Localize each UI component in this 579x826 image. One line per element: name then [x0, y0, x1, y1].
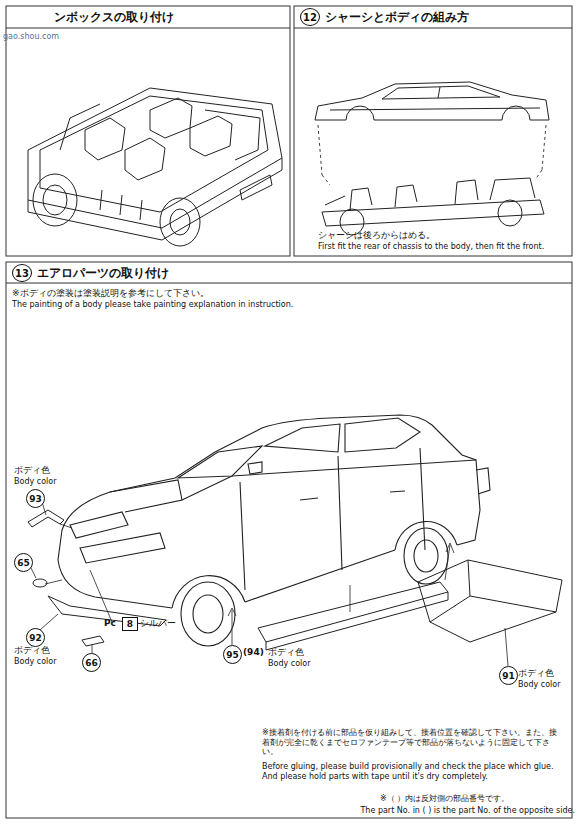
callout-text: 93: [29, 494, 42, 504]
callout-text: 8: [127, 619, 133, 629]
note-text: Before gluing, please build provisionall…: [262, 762, 562, 781]
callout-text: 91: [502, 671, 515, 681]
callout-number: 65: [14, 553, 33, 572]
step-header: 13 エアロパーツの取り付け: [12, 264, 169, 282]
part-95: [258, 582, 448, 642]
panel-frame: [294, 6, 572, 256]
part-66: [82, 636, 104, 646]
note-text: ボディ色: [14, 645, 50, 656]
step-title: シャーシとボディの組み方: [325, 9, 469, 26]
note-text: ボディ色: [14, 465, 50, 476]
note-text: ※ボディの塗装は塗装説明を参考にして下さい。: [12, 288, 209, 299]
callout-text: 66: [85, 658, 98, 668]
note-text: Pc: [104, 618, 116, 629]
car-body-side: [315, 82, 549, 120]
part-91: [418, 560, 562, 642]
note-text: ※接着剤を付ける前に部品を仮り組みして、接着位置を確認して下さい。また、接着剤が…: [262, 728, 562, 757]
callout-text: 65: [17, 558, 30, 568]
paint-number: 8: [122, 617, 138, 631]
note-text: gao.shou.com: [3, 32, 59, 42]
callout-number: 91: [499, 666, 518, 685]
step-title: ンボックスの取り付け: [54, 9, 174, 26]
part-65: [33, 579, 47, 587]
note-text: ボディ色: [518, 668, 554, 679]
note-text: シルバー: [140, 618, 176, 629]
car-body-perspective: [58, 415, 490, 646]
note-text: ボディ色: [268, 647, 304, 658]
callout-number: 66: [82, 653, 101, 672]
step-header: ンボックスの取り付け: [54, 9, 174, 26]
note-text: シャーシは後ろからはめる。: [318, 230, 435, 241]
chassis-side: [322, 178, 544, 235]
note-text: Body color: [518, 680, 560, 690]
note-text: The painting of a body please take paint…: [12, 300, 293, 310]
note-text: (94): [243, 647, 264, 658]
note-text: First fit the rear of chassis to the bod…: [318, 242, 568, 252]
callout-number: 95: [223, 645, 242, 664]
panel-frame: [6, 6, 290, 256]
callout-number: 93: [26, 489, 45, 508]
note-text: Body color: [14, 657, 56, 667]
step-number: 13: [12, 264, 32, 282]
callout-number: 92: [26, 628, 45, 647]
note-text: ※（ ）内は反対側の部品番号です。: [380, 794, 509, 804]
part-93: [28, 510, 64, 527]
note-text: Body color: [14, 477, 56, 487]
note-text: Body color: [268, 659, 310, 669]
step-header: 12 シャーシとボディの組み方: [300, 8, 469, 26]
chassis-interior: [28, 88, 282, 246]
callout-text: 95: [226, 650, 239, 660]
callout-text: 92: [29, 633, 42, 643]
step-number: 12: [300, 8, 320, 26]
panel-frame: [6, 262, 572, 818]
note-text: The part No. in ( ) is the part No. of t…: [360, 806, 575, 816]
step-title: エアロパーツの取り付け: [37, 265, 169, 282]
